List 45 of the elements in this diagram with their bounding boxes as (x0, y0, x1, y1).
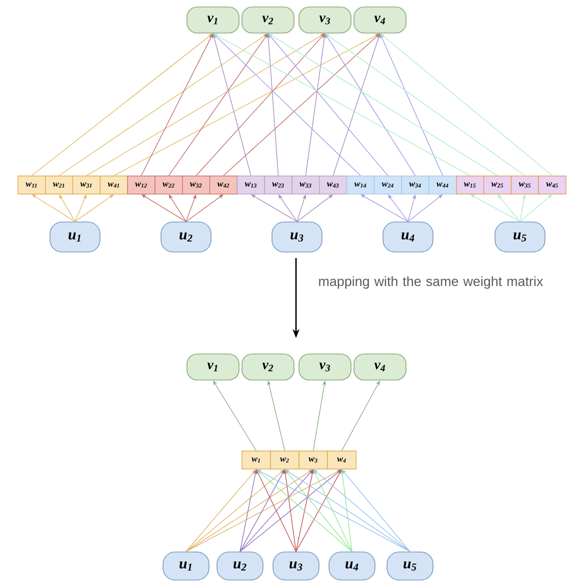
weight-cell: w$_{42}$ (209, 176, 238, 194)
input-node: u$_{3}$ (272, 222, 322, 252)
weight-cell: w$_{34}$ (401, 176, 430, 194)
weight-cell: w$_{15}$ (456, 176, 484, 194)
weight-cell: w$_{12}$ (127, 176, 156, 194)
weight-cell: w$_{35}$ (510, 176, 539, 194)
weight-cell: w$_{44}$ (428, 176, 457, 194)
weight-cell: w$_{11}$ (18, 176, 46, 194)
annotation-text: mapping with the same weight matrix (319, 276, 544, 289)
output-node: v$_{3}$ (298, 354, 352, 380)
weight-cell: w$_{45}$ (538, 176, 566, 194)
input-node: u$_{5}$ (386, 552, 434, 580)
output-node: v$_{1}$ (186, 6, 240, 34)
output-node: v$_{4}$ (354, 6, 406, 34)
output-node: v$_{2}$ (242, 354, 294, 380)
input-node: u$_{1}$ (50, 222, 100, 252)
weight-cell: w$_{21}$ (45, 176, 74, 194)
input-node: u$_{2}$ (216, 552, 264, 580)
input-node: u$_{5}$ (494, 222, 546, 252)
input-node: u$_{2}$ (160, 222, 212, 252)
weight-cell: w$_{14}$ (346, 176, 375, 194)
input-node: u$_{3}$ (272, 552, 320, 580)
weight-cell: w$_{41}$ (100, 176, 128, 194)
output-node: v$_{4}$ (354, 354, 406, 380)
arrow (114, 33, 380, 176)
weight-cell: w$_{2}$ (270, 450, 300, 470)
output-node: v$_{1}$ (186, 354, 240, 380)
weight-cell: w$_{43}$ (319, 176, 348, 194)
weight-cell: w$_{3}$ (298, 450, 328, 470)
weight-cell: w$_{25}$ (483, 176, 512, 194)
weight-cell: w$_{1}$ (242, 450, 271, 470)
output-node: v$_{2}$ (242, 6, 294, 34)
input-node: u$_{4}$ (328, 552, 376, 580)
weight-cell: w$_{33}$ (292, 176, 320, 194)
output-node: v$_{3}$ (298, 6, 352, 34)
weight-cell: w$_{22}$ (154, 176, 183, 194)
weight-cell: w$_{13}$ (236, 176, 265, 194)
weight-cell: w$_{23}$ (264, 176, 292, 194)
arrow (360, 194, 408, 222)
input-node: u$_{4}$ (382, 222, 434, 252)
weight-cell: w$_{31}$ (72, 176, 101, 194)
weight-cell: w$_{24}$ (374, 176, 402, 194)
input-node: u$_{1}$ (162, 552, 210, 580)
weight-cell: w$_{32}$ (182, 176, 210, 194)
weight-cell: w$_{4}$ (327, 450, 356, 470)
